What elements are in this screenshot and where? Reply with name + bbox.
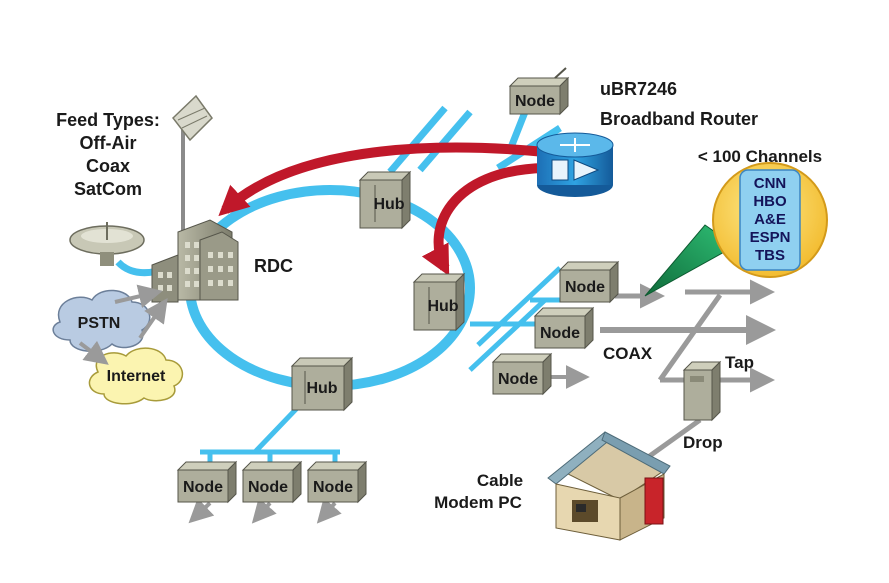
- tap-label: Tap: [725, 353, 754, 372]
- node-box: Node: [533, 306, 595, 350]
- channel-item: A&E: [754, 211, 786, 228]
- hub-label: Hub: [427, 298, 458, 315]
- tap-box-icon: [682, 360, 722, 422]
- modem-label-line2: Modem PC: [434, 493, 522, 512]
- node-label: Node: [540, 325, 580, 342]
- house-icon: [547, 431, 671, 541]
- hub-top: Hub: [358, 170, 412, 230]
- hub-right: Hub: [412, 272, 466, 332]
- pstn-cloud-icon: [52, 289, 151, 352]
- pstn-label: PSTN: [78, 315, 121, 332]
- node-box: Node: [306, 460, 368, 504]
- node-box: Node: [176, 460, 238, 504]
- node-label: Node: [565, 279, 605, 296]
- broadband-router-icon: [536, 132, 614, 197]
- drop-label: Drop: [683, 433, 723, 452]
- feed-arrows: [218, 142, 546, 276]
- internet-label: Internet: [107, 368, 166, 385]
- right-feeder-lines: [468, 266, 590, 372]
- channel-list: CNN HBO A&E ESPN TBS: [750, 175, 791, 264]
- feed-types-label: Feed Types: Off-Air Coax SatCom: [56, 110, 160, 199]
- router-model: uBR7246: [600, 79, 677, 99]
- node-antenna: [554, 67, 567, 79]
- satellite-dish-icon: [69, 222, 145, 266]
- coax-label: COAX: [603, 344, 653, 363]
- rdc-label: RDC: [254, 256, 293, 276]
- cloud-link-arrows: [78, 284, 168, 365]
- hub-label: Hub: [306, 380, 337, 397]
- channel-item: CNN: [754, 175, 787, 192]
- feed-type-item: Off-Air: [80, 133, 137, 153]
- node-label: Node: [515, 93, 555, 110]
- modem-label-line1: Cable: [477, 471, 523, 490]
- internet-cloud-icon: [88, 347, 184, 405]
- node-label: Node: [498, 371, 538, 388]
- channel-item: TBS: [755, 247, 785, 264]
- hub-bottom: Hub: [290, 356, 354, 412]
- node-box: Node: [508, 76, 570, 116]
- bottom-feeder-lines: [200, 403, 340, 462]
- channel-globe: [712, 162, 828, 278]
- feed-type-item: Coax: [86, 156, 130, 176]
- off-air-antenna-icon: [171, 94, 213, 232]
- node-label: Node: [183, 479, 223, 496]
- feed-type-item: SatCom: [74, 179, 142, 199]
- channel-item: ESPN: [750, 229, 791, 246]
- channel-item: HBO: [753, 193, 787, 210]
- rdc-building-icon: [151, 219, 239, 303]
- router-name: Broadband Router: [600, 109, 758, 129]
- channels-title: < 100 Channels: [698, 147, 822, 166]
- hub-label: Hub: [373, 196, 404, 213]
- node-box: Node: [491, 352, 553, 396]
- feed-types-title: Feed Types:: [56, 110, 160, 130]
- node-label: Node: [248, 479, 288, 496]
- node-box: Node: [241, 460, 303, 504]
- node-box: Node: [558, 260, 620, 304]
- node-label: Node: [313, 479, 353, 496]
